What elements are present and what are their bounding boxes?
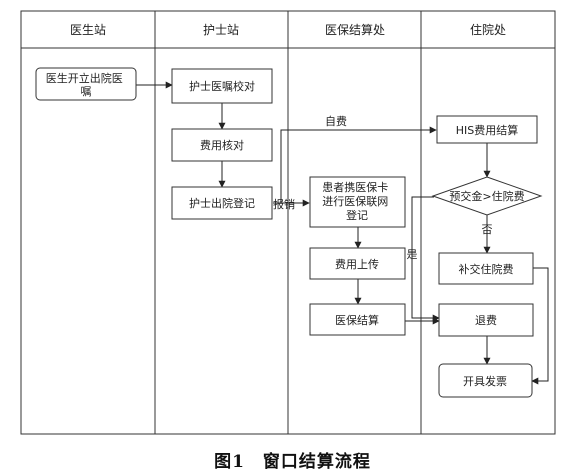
node-fee-check-box [171,128,273,162]
edge-label-self-pay: 自费 [325,115,347,128]
node-fee-upload-box [309,247,406,280]
lane-title-insurance: 医保结算处 [325,22,385,37]
node-nurse-check-order-label: 护士医嘱校对 [189,79,255,93]
node-patient-insurance-register-box [309,176,406,228]
node-doctor-order-label: 医生开立出院医 嘱 [46,71,127,98]
swimlane-frame [20,10,556,435]
edge-label-reimburse: 报销 [273,197,295,211]
node-fee-upload-label: 费用上传 [335,258,379,271]
node-insurance-settle-box [309,303,406,336]
node-nurse-check-order-box [171,68,273,104]
node-pay-more-box [438,252,534,285]
lane-title-doctor: 医生站 [70,23,106,37]
node-patient-insurance-register-label: 患者携医保卡 进行医保联网 登记 [322,180,392,222]
node-fee-check-label: 费用核对 [200,138,244,152]
node-pay-more-label: 补交住院费 [459,262,514,276]
node-doctor-order-box [35,67,137,101]
lane-title-nurse: 护士站 [203,23,239,37]
node-refund-label: 退费 [475,314,497,327]
edge-decision-to-refund [411,196,440,322]
edge-paymore-to-invoice [531,267,549,385]
flowchart: 医生站 护士站 医保结算处 住院处 自费 报销 是 否 [20,10,556,435]
lane-title-admission: 住院处 [470,23,506,37]
node-refund-box [438,303,534,337]
node-insurance-settle-label: 医保结算 [335,313,379,327]
edge-label-yes: 是 [407,248,418,261]
figure-caption: 图1 窗口结算流程 [214,452,371,472]
node-deposit-decision-shape [431,176,543,216]
edge-label-no: 否 [482,223,493,236]
node-discharge-register-box [171,186,273,220]
node-his-settle-box [436,115,538,144]
node-his-settle-label: HIS费用结算 [456,123,519,137]
node-discharge-register-label: 护士出院登记 [189,196,255,210]
node-issue-invoice-box [438,363,533,398]
node-issue-invoice-label: 开具发票 [463,374,507,388]
node-deposit-decision-label: 预交金>住院费 [449,189,524,203]
